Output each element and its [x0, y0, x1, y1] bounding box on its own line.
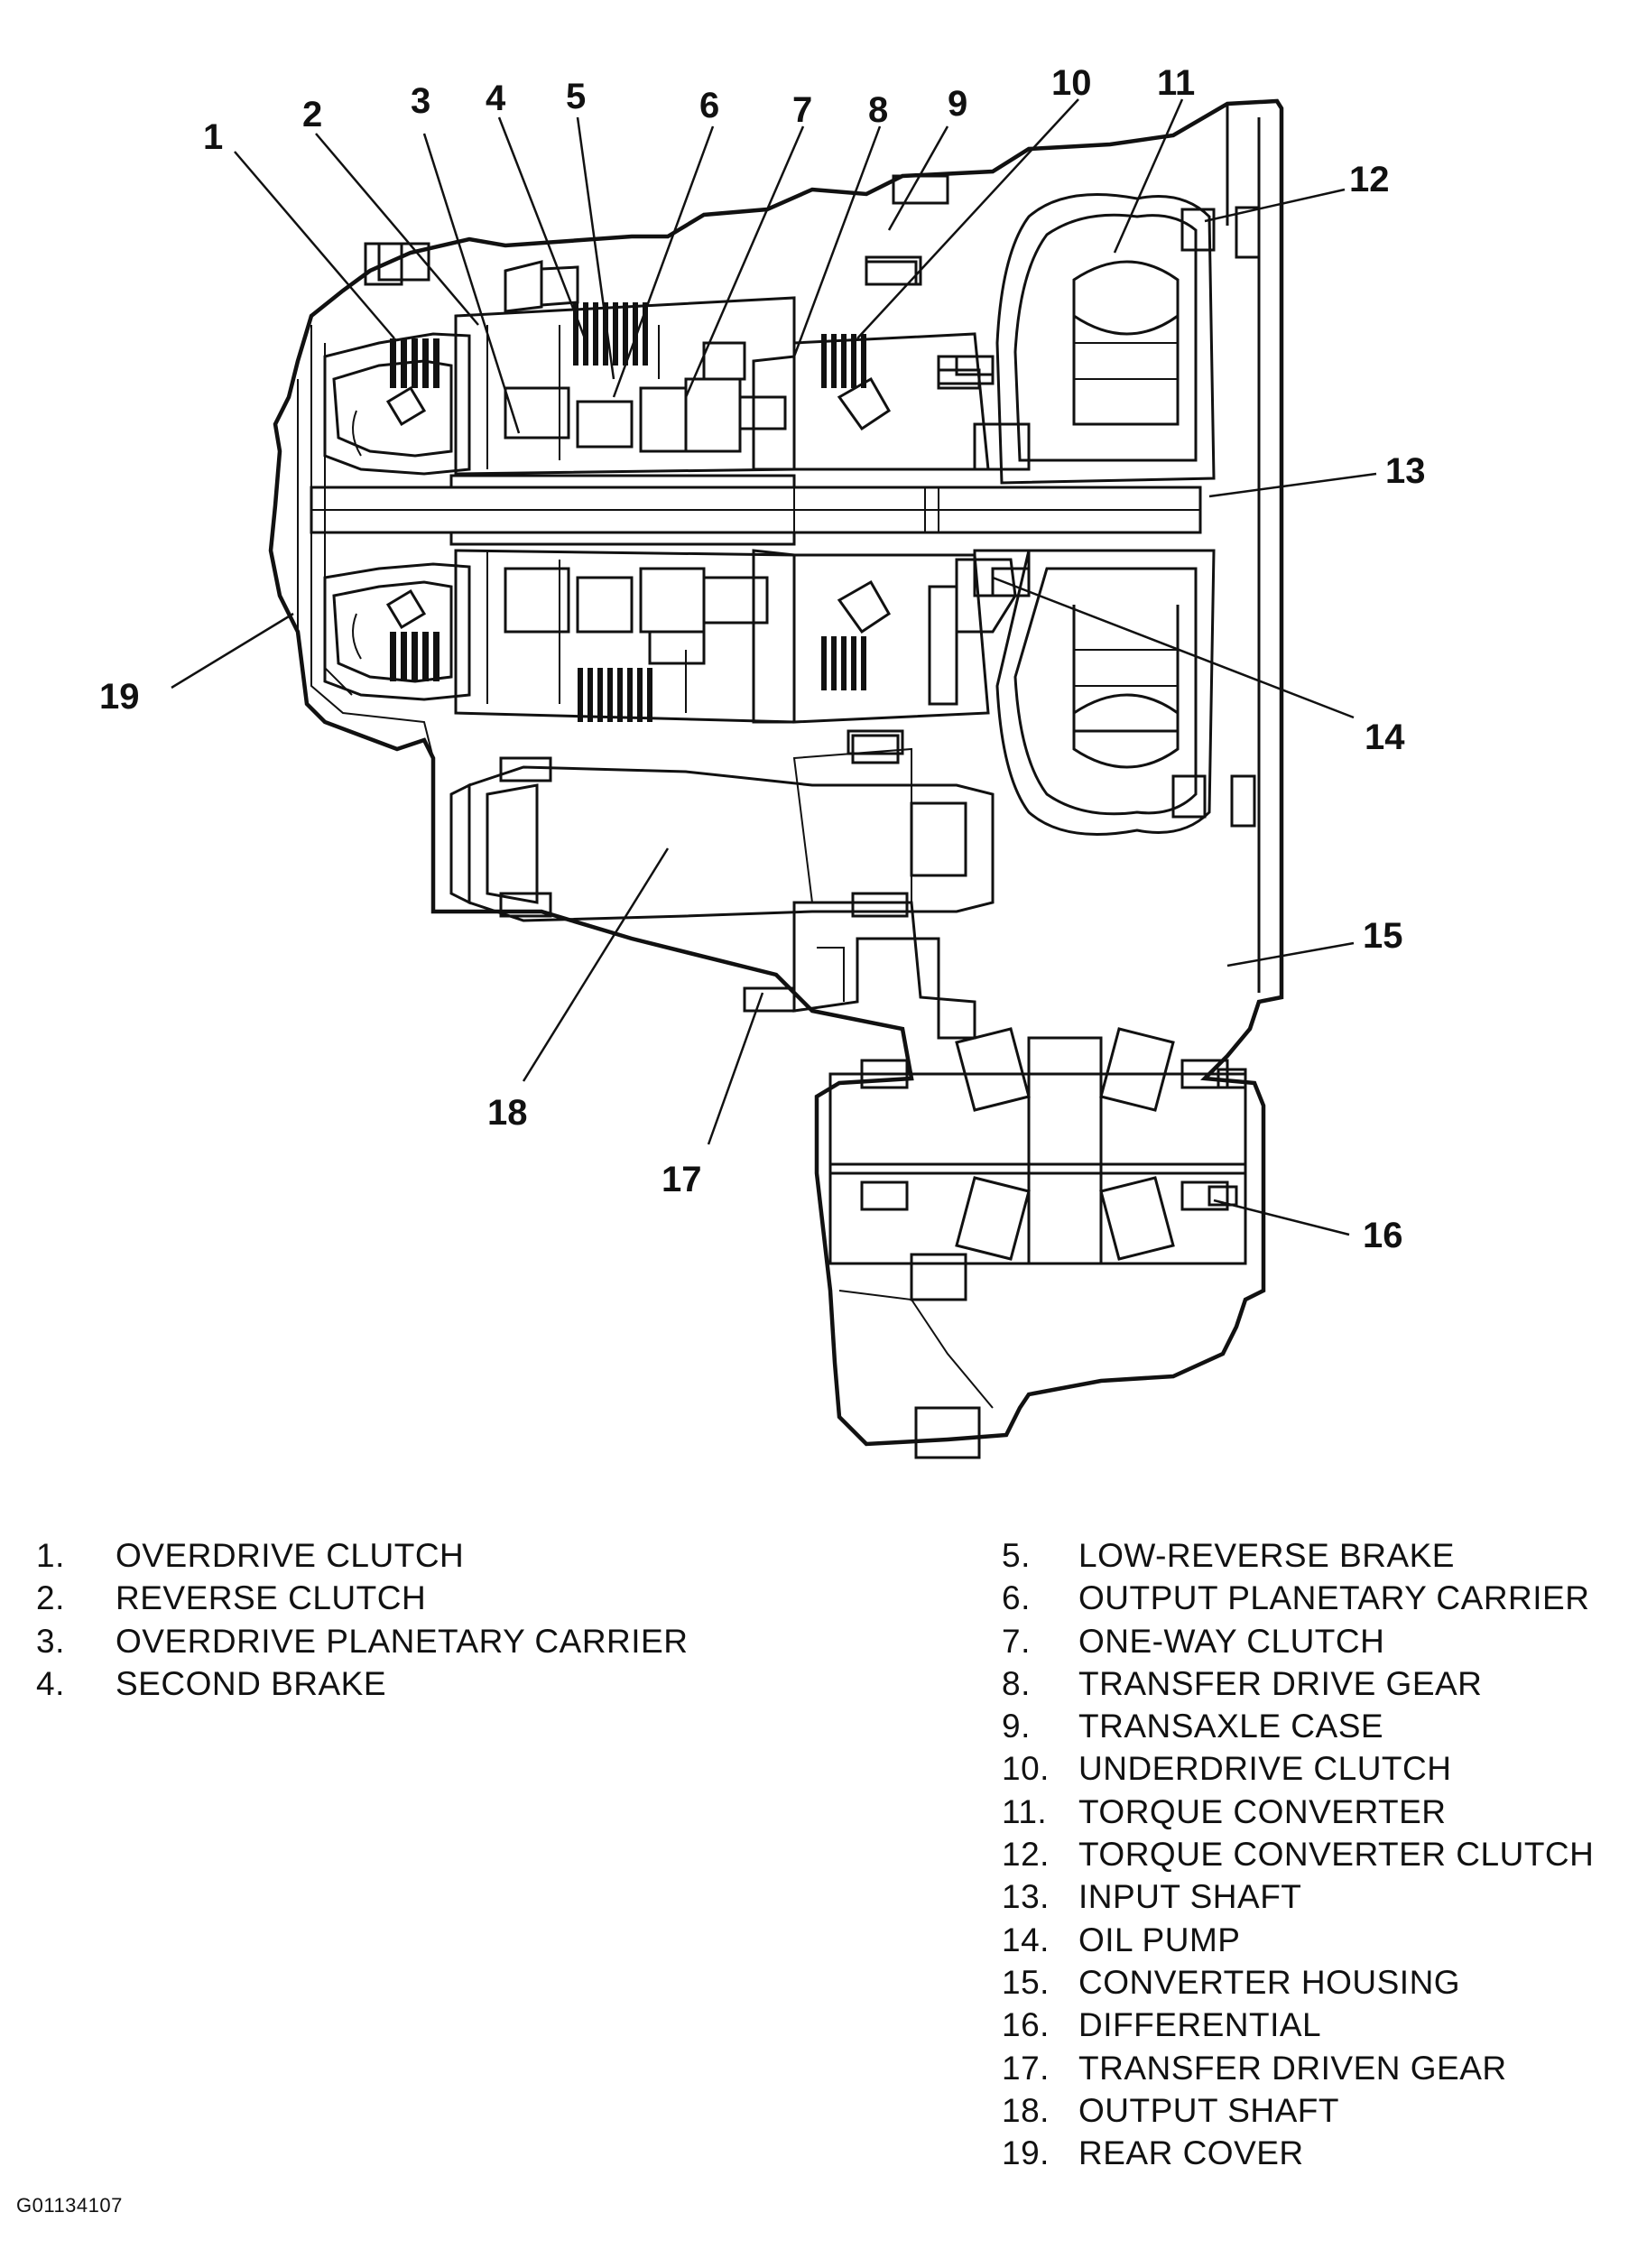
callout-14: 14 — [1365, 717, 1405, 757]
callout-3: 3 — [411, 81, 430, 121]
legend-number: 16. — [1002, 2006, 1050, 2044]
legend-number: 6. — [1002, 1579, 1031, 1617]
legend-item: 10. UNDERDRIVE CLUTCH — [1002, 1747, 1594, 1790]
legend-number: 1. — [36, 1537, 65, 1574]
legend-label: OVERDRIVE CLUTCH — [116, 1537, 465, 1574]
callout-9: 9 — [948, 84, 967, 124]
legend-item: 7. ONE-WAY CLUTCH — [1002, 1620, 1594, 1662]
legend-number: 15. — [1002, 1963, 1050, 2001]
overdrive-reverse-clutch-pack — [323, 332, 471, 701]
legend-number: 12. — [1002, 1836, 1050, 1874]
legend-label: TRANSFER DRIVE GEAR — [1078, 1664, 1483, 1702]
legend-item: 18. OUTPUT SHAFT — [1002, 2089, 1594, 2132]
callout-1: 1 — [203, 117, 223, 157]
callout-7: 7 — [792, 90, 812, 130]
legend-number: 9. — [1002, 1708, 1031, 1745]
legend-item: 17. TRANSFER DRIVEN GEAR — [1002, 2047, 1594, 2089]
legend-number: 13. — [1002, 1878, 1050, 1916]
legend-label: OVERDRIVE PLANETARY CARRIER — [116, 1622, 689, 1660]
legend-item: 14. OIL PUMP — [1002, 1919, 1594, 1961]
legend-label: OIL PUMP — [1078, 1921, 1241, 1958]
callout-11: 11 — [1157, 63, 1195, 103]
callout-6: 6 — [699, 86, 719, 125]
legend-left-column: 1. OVERDRIVE CLUTCH 2. REVERSE CLUTCH 3. OV… — [36, 1534, 688, 1705]
callout-5: 5 — [566, 77, 586, 116]
legend-number: 17. — [1002, 2049, 1050, 2087]
legend-label: REVERSE CLUTCH — [116, 1579, 427, 1617]
differential — [828, 1027, 1247, 1459]
callout-16: 16 — [1363, 1216, 1403, 1255]
legend-number: 8. — [1002, 1664, 1031, 1702]
callout-4: 4 — [486, 79, 506, 118]
legend-label: ONE-WAY CLUTCH — [1078, 1622, 1385, 1660]
legend-label: TRANSFER DRIVEN GEAR — [1078, 2049, 1507, 2087]
figure-code: G01134107 — [16, 2194, 123, 2217]
callout-17: 17 — [662, 1160, 702, 1199]
legend-item: 3. OVERDRIVE PLANETARY CARRIER — [36, 1620, 688, 1662]
legend-item: 13. INPUT SHAFT — [1002, 1875, 1594, 1918]
legend-number: 18. — [1002, 2091, 1050, 2129]
legend-number: 2. — [36, 1579, 65, 1617]
legend-number: 5. — [1002, 1537, 1031, 1574]
callout-10: 10 — [1051, 63, 1092, 103]
callout-18: 18 — [487, 1093, 528, 1133]
legend-item: 1. OVERDRIVE CLUTCH — [36, 1534, 688, 1577]
output-shaft — [449, 729, 995, 922]
callout-19: 19 — [99, 677, 140, 717]
legend-label: TRANSAXLE CASE — [1078, 1708, 1384, 1745]
input-shaft — [310, 474, 1202, 546]
case-bolts — [364, 174, 995, 376]
legend-label: UNDERDRIVE CLUTCH — [1078, 1750, 1452, 1788]
legend-label: TORQUE CONVERTER — [1078, 1792, 1447, 1830]
legend-right-column: 5. LOW-REVERSE BRAKE 6. OUTPUT PLANETARY C… — [1002, 1534, 1594, 2174]
legend-number: 14. — [1002, 1921, 1050, 1958]
oil-pump — [928, 558, 1031, 706]
legend-number: 7. — [1002, 1622, 1031, 1660]
transaxle-cutaway-diagram: 1 2 3 4 5 6 7 8 9 10 11 12 13 14 15 16 1… — [99, 63, 1426, 1459]
transaxle-case-outline — [268, 98, 1284, 1447]
legend-item: 11. TORQUE CONVERTER — [1002, 1791, 1594, 1833]
legend-label: OUTPUT PLANETARY CARRIER — [1078, 1579, 1590, 1617]
legend-label: OUTPUT SHAFT — [1078, 2091, 1339, 2129]
legend-number: 19. — [1002, 2134, 1050, 2172]
planetary-gearset-block — [377, 242, 796, 724]
callout-8: 8 — [868, 90, 888, 130]
torque-converter — [973, 193, 1261, 836]
legend-item: 12. TORQUE CONVERTER CLUTCH — [1002, 1833, 1594, 1875]
legend-item: 15. CONVERTER HOUSING — [1002, 1961, 1594, 2004]
legend-label: CONVERTER HOUSING — [1078, 1963, 1461, 2001]
leader-lines — [171, 98, 1377, 1236]
legend-item: 9. TRANSAXLE CASE — [1002, 1705, 1594, 1747]
legend-number: 11. — [1002, 1792, 1048, 1830]
legend-label: SECOND BRAKE — [116, 1664, 387, 1702]
callout-15: 15 — [1363, 916, 1403, 956]
legend-number: 10. — [1002, 1750, 1050, 1788]
legend-label: DIFFERENTIAL — [1078, 2006, 1322, 2044]
legend-item: 6. OUTPUT PLANETARY CARRIER — [1002, 1577, 1594, 1619]
legend-item: 5. LOW-REVERSE BRAKE — [1002, 1534, 1594, 1577]
legend-label: INPUT SHAFT — [1078, 1878, 1302, 1916]
legend-label: REAR COVER — [1078, 2134, 1304, 2172]
legend-label: TORQUE CONVERTER CLUTCH — [1078, 1836, 1595, 1874]
legend-label: LOW-REVERSE BRAKE — [1078, 1537, 1455, 1574]
callout-2: 2 — [302, 95, 322, 134]
legend-number: 3. — [36, 1622, 65, 1660]
callout-labels: 1 2 3 4 5 6 7 8 9 10 11 12 13 14 15 16 1… — [99, 63, 1426, 1255]
legend-number: 4. — [36, 1664, 65, 1702]
callout-12: 12 — [1349, 160, 1390, 199]
legend-item: 16. DIFFERENTIAL — [1002, 2004, 1594, 2046]
callout-13: 13 — [1385, 451, 1426, 491]
legend-item: 19. REAR COVER — [1002, 2132, 1594, 2174]
transfer-driven-gear — [743, 892, 976, 1040]
legend-item: 2. REVERSE CLUTCH — [36, 1577, 688, 1619]
legend-item: 8. TRANSFER DRIVE GEAR — [1002, 1662, 1594, 1705]
legend-item: 4. SECOND BRAKE — [36, 1662, 688, 1705]
